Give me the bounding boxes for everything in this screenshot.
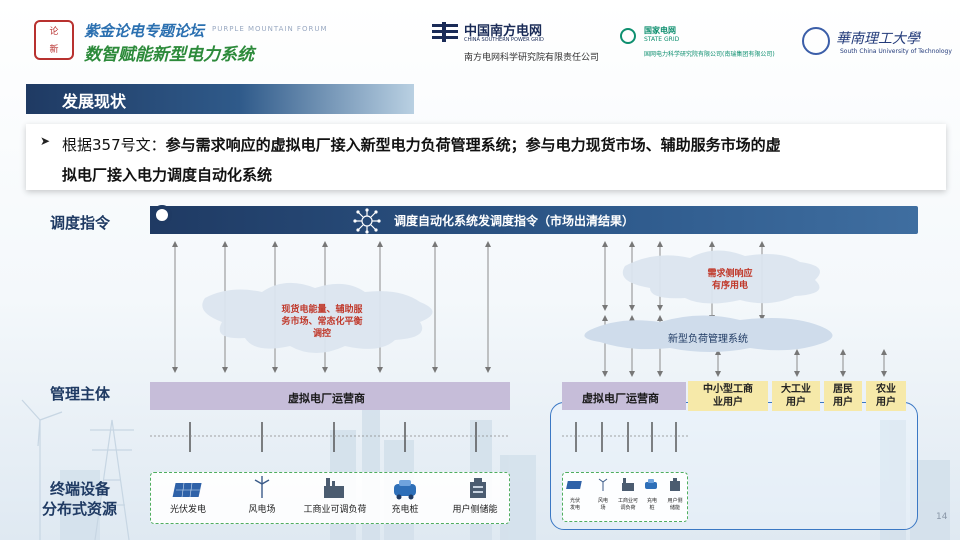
device-label-charging-small-1: 充电: [646, 498, 657, 504]
user-box-agricultural-line-2: 用户: [876, 397, 896, 408]
scut-name-en: South China University of Technology: [840, 48, 952, 55]
row-label-dispatch: 调度指令: [50, 214, 111, 232]
left-cloud-line-2: 务市场、常态化平衡: [281, 317, 363, 327]
load-mgmt-cloud-shape: [584, 315, 833, 352]
row-label-terminal-1: 终端设备: [50, 480, 111, 498]
forum-theme: 数智赋能新型电力系统: [84, 45, 254, 65]
energy-storage-icon: [470, 478, 486, 498]
dispatch-bar-dot: [152, 205, 172, 225]
row-label-manager: 管理主体: [50, 385, 111, 403]
charging-station-icon: [394, 480, 416, 500]
state-grid-logo-icon: [620, 28, 636, 44]
row-label-terminal-2: 分布式资源: [42, 500, 118, 518]
user-box-sme-line-1: 中小型工商: [703, 384, 753, 395]
csg-institute: 南方电网科学研究院有限责任公司: [464, 53, 600, 63]
device-label-charging-small: 充电 桩: [640, 498, 664, 512]
vpp-operator-left-label: 虚拟电厂运营商: [288, 392, 365, 405]
right-cloud-line-2: 有序用电: [711, 281, 748, 291]
seal-char-1: 论: [49, 27, 59, 37]
device-label-wind: 风电场: [248, 505, 276, 515]
left-cloud-text: 现货电能量、辅助服 务市场、常态化平衡 调控: [262, 304, 382, 340]
key-point-line-1-rest: 参与需求响应的虚拟电厂接入新型电力负荷管理系统；参与电力现货市场、辅助服务市场的…: [165, 136, 781, 154]
right-cloud-line-1: 需求侧响应: [707, 269, 753, 279]
device-label-storage-small: 用户侧 储能: [663, 498, 687, 512]
solar-panel-small-icon: [566, 481, 582, 489]
section-title-band: [26, 84, 414, 114]
user-box-residential-line-2: 用户: [833, 397, 853, 408]
user-box-industrial-line-1: 大工业: [781, 384, 811, 395]
state-grid-name: 国家电网: [644, 26, 676, 35]
device-label-wind-small-2: 场: [600, 505, 606, 511]
state-grid-institute: 国网电力科学研究院有限公司(南瑞集团有限公司): [644, 51, 775, 58]
key-point-box: [26, 124, 946, 190]
energy-storage-small-icon: [670, 478, 680, 491]
forum-seal-logo: 论 新: [34, 20, 74, 60]
vpp-operator-right: [562, 382, 686, 410]
state-grid-name-en: STATE GRID: [644, 36, 680, 43]
factory-icon: [324, 478, 344, 498]
network-brain-icon: [353, 208, 381, 234]
wind-turbine-icon: [254, 476, 270, 498]
section-title: 发展现状: [62, 92, 127, 111]
device-label-ci-load: 工商业可调负荷: [303, 505, 367, 515]
device-label-ci-load-small-2: 调负荷: [620, 505, 636, 511]
forum-name: 紫金论电专题论坛: [84, 22, 205, 40]
left-cloud-line-3: 调控: [312, 329, 331, 339]
device-label-solar: 光伏发电: [169, 505, 206, 515]
wind-turbine-small-icon: [598, 478, 608, 491]
device-label-solar-small: 光伏 发电: [563, 498, 587, 512]
user-box-sme-line-2: 业用户: [713, 397, 743, 408]
page-number: 14: [936, 512, 948, 522]
device-label-solar-small-1: 光伏: [569, 498, 580, 504]
vpp-operator-left: [150, 382, 510, 410]
right-cloud-text: 需求侧响应 有序用电: [690, 268, 770, 292]
csg-name-en: CHINA SOUTHERN POWER GRID: [464, 37, 544, 43]
scut-name: 華南理工大學: [836, 31, 920, 47]
device-label-charging-small-2: 桩: [649, 505, 655, 511]
device-label-ci-load-small-1: 工商业可: [617, 498, 638, 504]
device-label-wind-small: 风电 场: [591, 498, 615, 512]
user-box-industrial-line-2: 用户: [786, 397, 806, 408]
device-label-storage-small-1: 用户侧: [667, 498, 683, 504]
dispatch-command-text: 调度自动化系统发调度指令（市场出清结果）: [394, 214, 635, 228]
device-label-wind-small-1: 风电: [597, 498, 608, 504]
scut-emblem-icon: [802, 27, 830, 55]
user-box-industrial: 大工业 用户: [772, 381, 820, 411]
left-cloud-line-1: 现货电能量、辅助服: [281, 305, 363, 315]
device-label-storage: 用户侧储能: [452, 505, 498, 515]
device-label-solar-small-2: 发电: [569, 505, 580, 511]
solar-panel-icon: [172, 482, 202, 498]
user-box-sme: 中小型工商 业用户: [688, 381, 768, 411]
device-label-storage-small-2: 储能: [669, 505, 680, 511]
user-box-residential: 居民 用户: [824, 381, 862, 411]
factory-small-icon: [622, 478, 634, 491]
right-cloud-shape: [622, 250, 820, 304]
device-label-charging: 充电桩: [391, 505, 419, 515]
forum-name-en: PURPLE MOUNTAIN FORUM: [212, 25, 328, 33]
key-point-line-2: 拟电厂接入电力调度自动化系统: [62, 166, 273, 184]
left-cloud-shape: [202, 282, 433, 353]
dispatch-command-bar: [150, 206, 918, 234]
key-point-line-1: 根据357号文：参与需求响应的虚拟电厂接入新型电力负荷管理系统；参与电力现货市场…: [62, 134, 781, 155]
csg-logo-icon: [432, 22, 458, 42]
user-box-agricultural: 农业 用户: [866, 381, 906, 411]
vpp-operator-right-label: 虚拟电厂运营商: [582, 392, 659, 405]
seal-char-2: 新: [49, 45, 59, 55]
user-box-agricultural-line-1: 农业: [876, 384, 896, 395]
user-box-residential-line-1: 居民: [833, 384, 853, 395]
bullet-arrow-icon: ➤: [40, 134, 51, 148]
load-mgmt-system-label: 新型负荷管理系统: [668, 334, 748, 345]
device-label-ci-load-small: 工商业可 调负荷: [614, 498, 642, 512]
key-point-prefix: 根据357号文：: [62, 136, 166, 154]
csg-name: 中国南方电网: [464, 24, 543, 39]
charging-station-small-icon: [645, 479, 657, 489]
